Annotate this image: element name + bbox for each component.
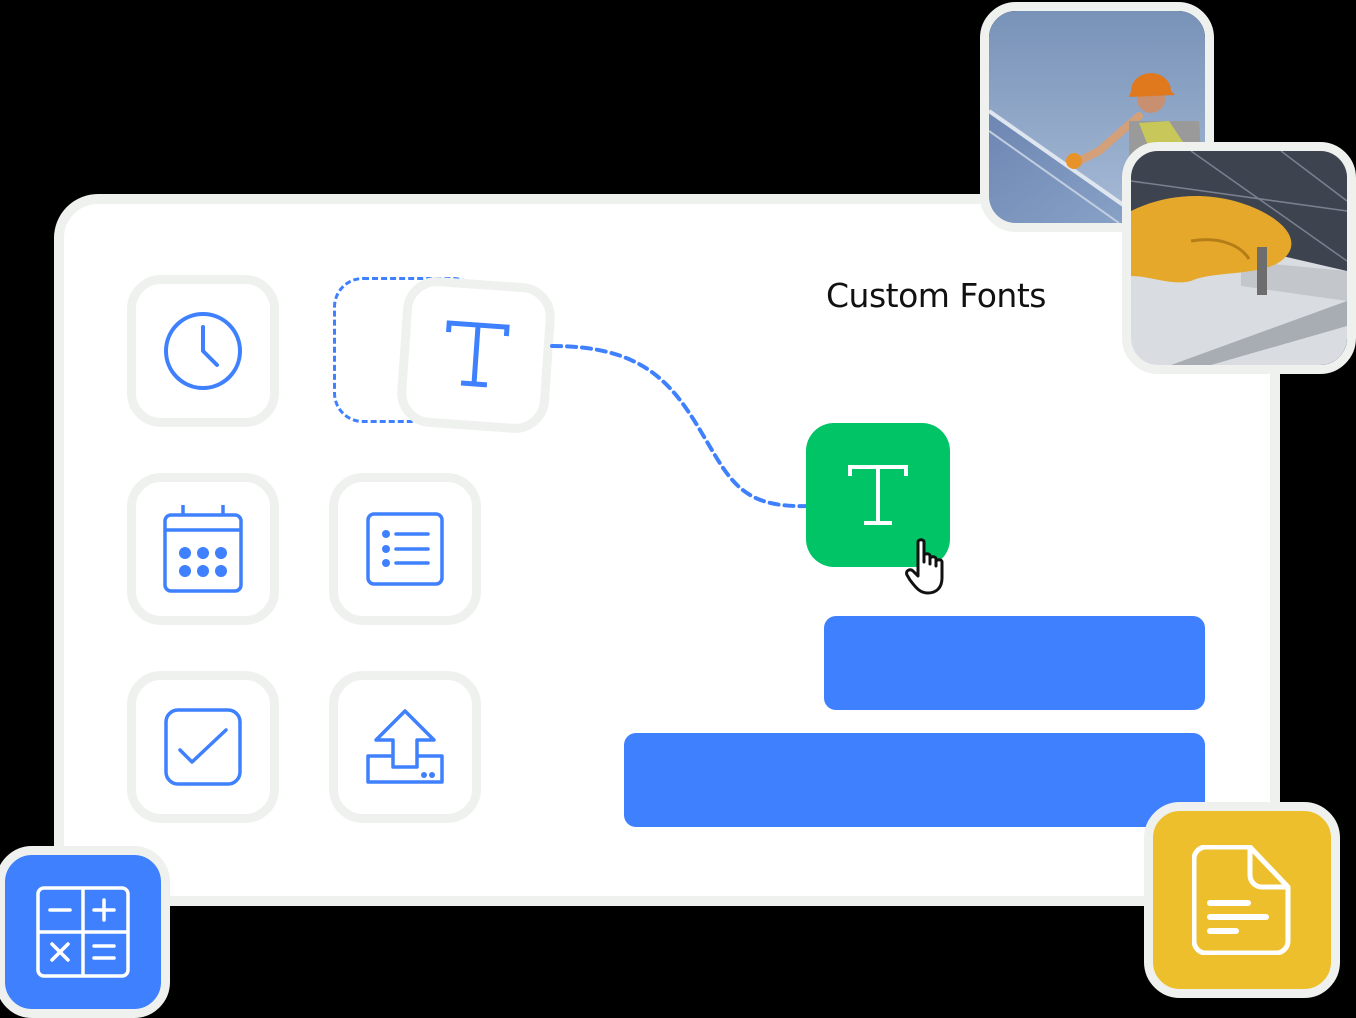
text-t-icon bbox=[848, 465, 908, 525]
list-tile[interactable] bbox=[329, 473, 481, 625]
document-icon bbox=[1192, 845, 1291, 955]
gloved-hand-clamp-photo bbox=[1122, 142, 1356, 374]
text-tile-dragging[interactable] bbox=[394, 274, 558, 436]
calendar-tile[interactable] bbox=[127, 473, 279, 625]
calculator-icon bbox=[36, 886, 130, 978]
calendar-icon bbox=[163, 505, 243, 593]
clock-tile[interactable] bbox=[127, 275, 279, 427]
form-field-block-long[interactable] bbox=[624, 733, 1205, 827]
worker-solar-panel-photo bbox=[980, 2, 1214, 232]
hand-pointer-icon bbox=[905, 538, 944, 595]
form-field-block-short[interactable] bbox=[824, 616, 1205, 710]
calculator-badge[interactable] bbox=[0, 846, 170, 1018]
checkbox-icon bbox=[164, 708, 242, 786]
document-badge[interactable] bbox=[1144, 802, 1340, 998]
list-icon bbox=[366, 512, 444, 586]
clock-icon bbox=[164, 312, 242, 390]
upload-icon bbox=[366, 709, 444, 784]
feature-title: Custom Fonts bbox=[826, 276, 1046, 315]
upload-tile[interactable] bbox=[329, 671, 481, 823]
text-t-icon bbox=[446, 320, 510, 388]
checkbox-tile[interactable] bbox=[127, 671, 279, 823]
text-field-drop-target[interactable] bbox=[806, 423, 950, 567]
